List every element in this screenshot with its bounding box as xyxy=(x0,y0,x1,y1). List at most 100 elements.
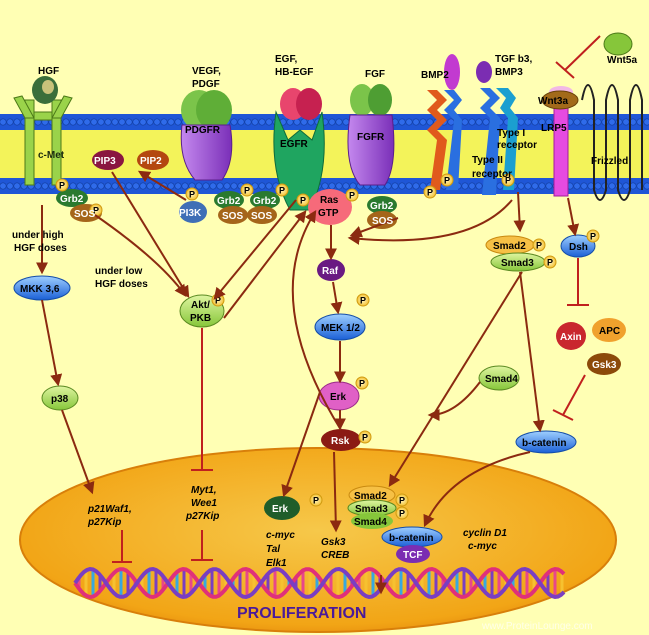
label-low-dose-1: under low xyxy=(95,266,142,277)
lipid-head xyxy=(111,182,119,190)
nuclear-target-labels: p21Waf1, p27Kip Myt1, Wee1 p27Kip c-myc … xyxy=(87,485,593,632)
bmp-receptor xyxy=(427,54,462,190)
phosphate-circle xyxy=(55,178,69,192)
lipid-head xyxy=(258,182,266,190)
lipid-head xyxy=(580,118,588,126)
label-type1b: receptor xyxy=(497,140,537,151)
phosphate-label: P xyxy=(444,176,450,186)
phosphate-circle xyxy=(501,173,515,187)
label-pip3: PIP3 xyxy=(94,156,116,167)
label-gtp: GTP xyxy=(318,208,339,219)
phosphate-label: P xyxy=(427,188,433,198)
lipid-head xyxy=(398,182,406,190)
phosphate-label: P xyxy=(59,181,65,191)
phosphate-label: P xyxy=(244,186,250,196)
label-pip2: PIP2 xyxy=(140,156,162,167)
label-grb2-c: Grb2 xyxy=(253,196,277,207)
phosphate-circle xyxy=(358,430,372,444)
label-smad2: Smad2 xyxy=(493,241,526,252)
label-hbegf: HB-EGF xyxy=(275,67,313,78)
label-pdgf: PDGF xyxy=(192,79,220,90)
label-tcf: TCF xyxy=(403,550,422,561)
lipid-head xyxy=(321,182,329,190)
lipid-head xyxy=(104,118,112,126)
label-smad3-nuc: Smad3 xyxy=(355,504,388,515)
label-mkk: MKK 3,6 xyxy=(20,284,60,295)
label-tgf2: BMP3 xyxy=(495,67,523,78)
lipid-head xyxy=(244,118,252,126)
lipid-head xyxy=(216,182,224,190)
lipid-head xyxy=(97,118,105,126)
lipid-head xyxy=(132,182,140,190)
lipid-head xyxy=(335,182,343,190)
lipid-head xyxy=(83,182,91,190)
label-pkb: PKB xyxy=(190,313,211,324)
target-cyclind1: cyclin D1 xyxy=(463,528,507,539)
lipid-head xyxy=(6,118,14,126)
label-grb2-b: Grb2 xyxy=(217,196,241,207)
phosphate-label: P xyxy=(536,241,542,251)
label-sos-d: SOS xyxy=(372,216,393,227)
lipid-head xyxy=(76,118,84,126)
dna-strand xyxy=(73,566,566,600)
label-smad3: Smad3 xyxy=(501,258,534,269)
lipid-head xyxy=(265,118,273,126)
lipid-head xyxy=(475,118,483,126)
dna-helix xyxy=(73,566,566,600)
lipid-head xyxy=(545,182,553,190)
lipid-head xyxy=(62,118,70,126)
label-smad4: Smad4 xyxy=(485,374,518,385)
label-type2b: receptor xyxy=(472,169,512,180)
lipid-head xyxy=(643,182,649,190)
label-pdgfr: PDGFR xyxy=(185,125,221,136)
lipid-head xyxy=(34,182,42,190)
label-apc: APC xyxy=(599,326,620,337)
lipid-head xyxy=(230,118,238,126)
lipid-head xyxy=(76,182,84,190)
phosphate-label: P xyxy=(360,296,366,306)
lipid-head xyxy=(223,182,231,190)
label-egf: EGF, xyxy=(275,54,297,65)
phosphate-circle xyxy=(395,506,409,520)
lipid-head xyxy=(335,118,343,126)
lipid-head xyxy=(573,118,581,126)
lipid-head xyxy=(146,118,154,126)
target-p27-b: p27Kip xyxy=(185,511,219,522)
lipid-head xyxy=(90,118,98,126)
target-p21: p21Waf1, xyxy=(87,504,132,515)
lipid-head xyxy=(468,182,476,190)
label-sos-a: SOS xyxy=(74,209,95,220)
lipid-head xyxy=(0,118,7,126)
phosphate-label: P xyxy=(189,190,195,200)
lipid-head xyxy=(594,118,602,126)
label-type2a: Type II xyxy=(472,155,503,166)
lipid-head xyxy=(608,182,616,190)
lipid-head xyxy=(160,118,168,126)
lipid-head xyxy=(6,182,14,190)
label-bmp2: BMP2 xyxy=(421,70,449,81)
phosphate-label: P xyxy=(313,496,319,506)
lipid-head xyxy=(412,118,420,126)
target-myt1: Myt1, xyxy=(191,485,217,496)
lipid-head xyxy=(167,182,175,190)
lipid-head xyxy=(622,118,630,126)
lipid-head xyxy=(391,182,399,190)
label-ras: Ras xyxy=(320,195,339,206)
target-cmyc-b: c-myc xyxy=(468,541,497,552)
lipid-head xyxy=(13,118,21,126)
label-cmet: c-Met xyxy=(38,150,65,161)
signal-arrows xyxy=(36,170,580,595)
lipid-head xyxy=(195,182,203,190)
lipid-head xyxy=(538,118,546,126)
proliferation-label: PROLIFERATION xyxy=(237,605,366,622)
phosphate-label: P xyxy=(505,176,511,186)
target-gsk3: Gsk3 xyxy=(321,537,346,548)
label-dsh: Dsh xyxy=(569,242,588,253)
label-gsk3: Gsk3 xyxy=(592,360,617,371)
label-frizzled: Frizzled xyxy=(591,156,628,167)
label-fgfr: FGFR xyxy=(357,132,385,143)
label-grb2-d: Grb2 xyxy=(370,201,394,212)
target-p27-a: p27Kip xyxy=(87,517,121,528)
lipid-head xyxy=(83,118,91,126)
target-creb: CREB xyxy=(321,550,349,561)
